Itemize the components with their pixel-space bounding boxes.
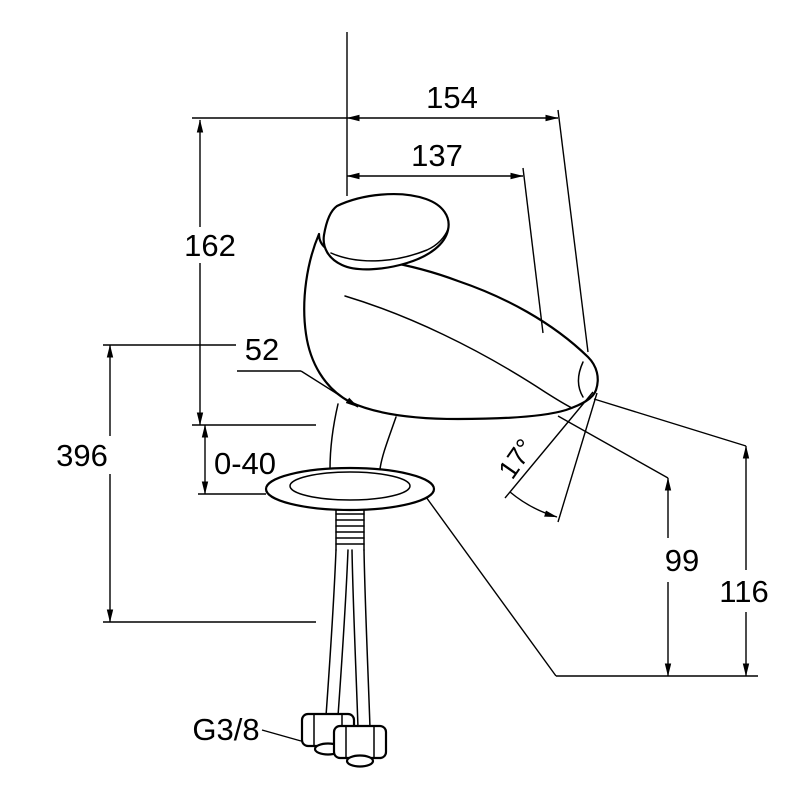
dim-label-thread: G3/8	[192, 712, 259, 747]
connector-nut	[332, 724, 388, 760]
dim-label-52: 52	[245, 332, 279, 367]
angle-arc	[509, 491, 558, 518]
neck-left-line	[329, 403, 339, 470]
connector-collar	[345, 754, 375, 768]
angle-leg-line	[557, 392, 598, 523]
base-flange-inner	[289, 471, 411, 501]
neck-right-line	[379, 416, 397, 470]
handle-edge-line	[330, 228, 449, 262]
dim-label-396: 396	[56, 438, 108, 473]
leader-line-thread	[261, 729, 302, 742]
hose-line	[351, 549, 359, 729]
spout-tip-face-line	[577, 361, 584, 398]
base-flange-outer	[264, 466, 436, 512]
dim-label-17deg: 17°	[493, 434, 541, 485]
dim-label-154: 154	[426, 80, 478, 115]
extension-line	[425, 496, 557, 677]
dim-label-116: 116	[719, 574, 768, 609]
faucet-handle	[322, 193, 450, 271]
dim-label-0-40: 0-40	[214, 446, 276, 481]
extension-line	[557, 109, 589, 353]
dim-label-162: 162	[184, 228, 236, 263]
faucet-figure	[264, 193, 599, 768]
spout-ridge-line	[344, 295, 573, 409]
extension-line	[522, 167, 544, 334]
dim-label-137: 137	[411, 138, 463, 173]
hose-line	[337, 549, 349, 717]
dimension-graphics	[103, 32, 758, 742]
angle-leg-line	[504, 391, 594, 499]
threaded-tailpiece	[335, 509, 365, 551]
leader-line-52	[300, 370, 359, 408]
supply-hoses	[325, 549, 371, 729]
extension-line	[593, 398, 747, 447]
dim-label-99: 99	[665, 543, 699, 578]
hose-connectors	[300, 712, 388, 768]
hose-line	[325, 549, 337, 717]
extension-line	[557, 415, 669, 479]
hose-line	[363, 549, 371, 729]
